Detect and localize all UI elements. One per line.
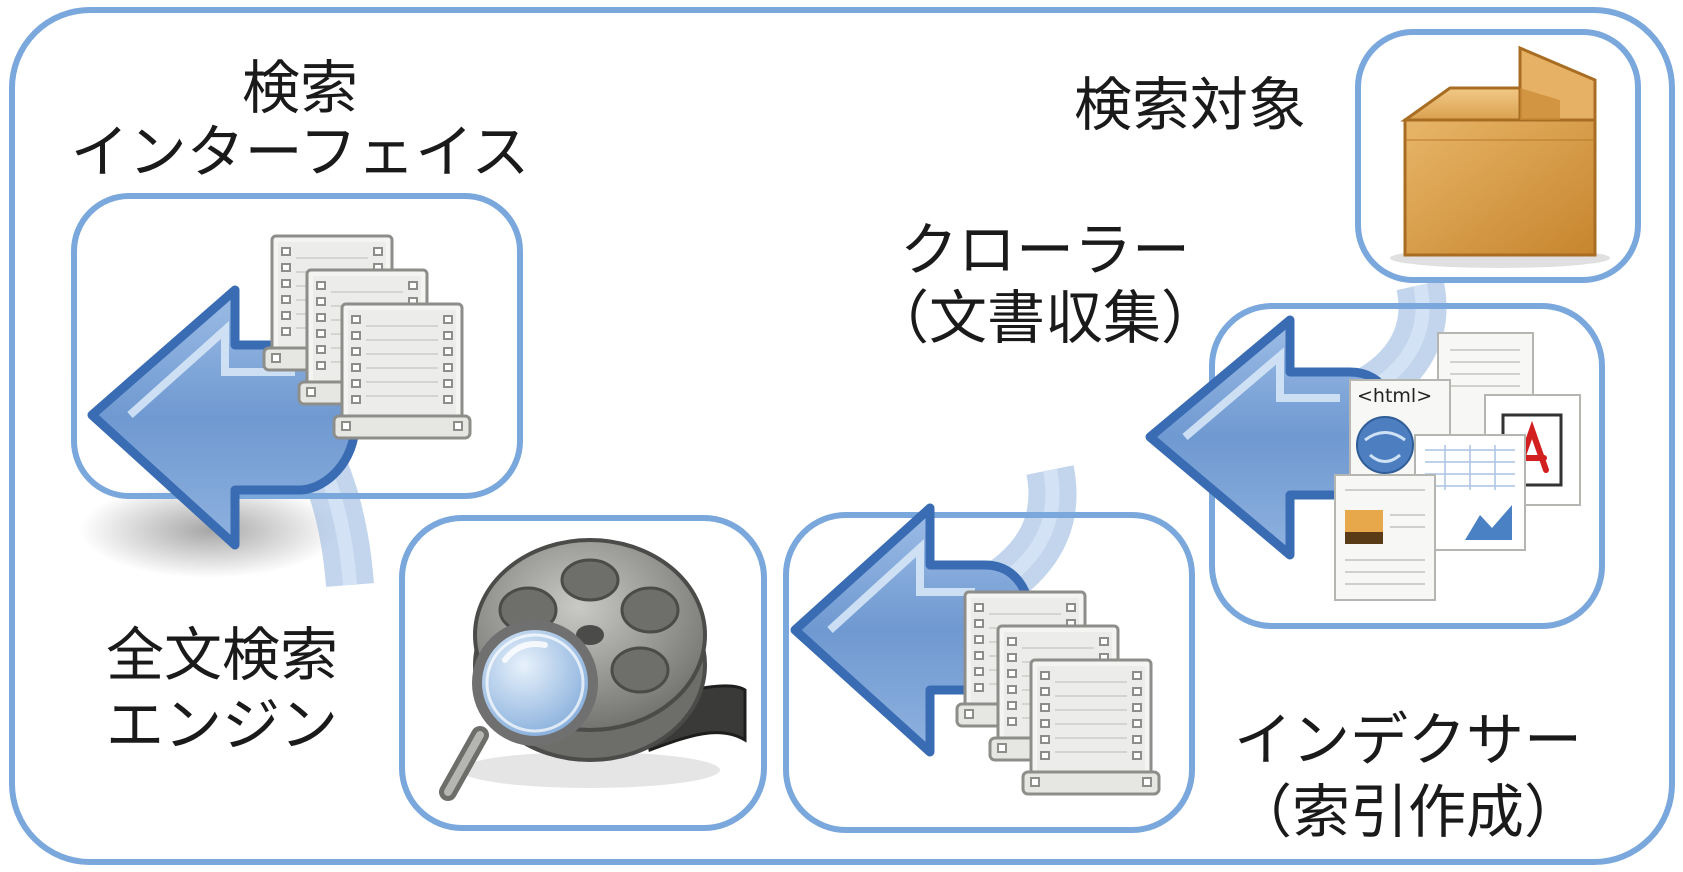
- html-doc-text: <html>: [1357, 385, 1432, 407]
- engine-label-line1: 全文検索: [106, 621, 338, 689]
- film-reel-magnifier-icon: [439, 538, 747, 801]
- indexer-label-line1: インデクサー: [1234, 706, 1582, 774]
- indexer-group: [783, 465, 1195, 833]
- engine-frame: [399, 515, 767, 831]
- search-interface-label-line2: インターフェイス: [71, 118, 530, 186]
- crawler-label-line2: （文書収集）: [871, 284, 1219, 352]
- indexer-frame: [783, 512, 1195, 833]
- crawler-group: <html>: [1145, 303, 1605, 629]
- mixed-documents-icon: <html>: [1334, 332, 1581, 601]
- indexer-label-line2: （索引作成）: [1234, 778, 1582, 846]
- engine-label-line2: エンジン: [106, 691, 338, 759]
- film-strip-stack-icon: [955, 590, 1161, 796]
- engine-group: [399, 515, 767, 831]
- search-interface-label-line1: 検索: [242, 54, 358, 122]
- crawler-label-line1: クローラー: [900, 216, 1190, 284]
- search-interface-group: [71, 193, 523, 587]
- search-target-label: 検索対象: [1074, 71, 1306, 139]
- search-target-group: [1348, 29, 1641, 417]
- cardboard-box-icon: [1390, 45, 1610, 268]
- search-interface-frame: [71, 193, 523, 499]
- outer-frame: [9, 7, 1675, 865]
